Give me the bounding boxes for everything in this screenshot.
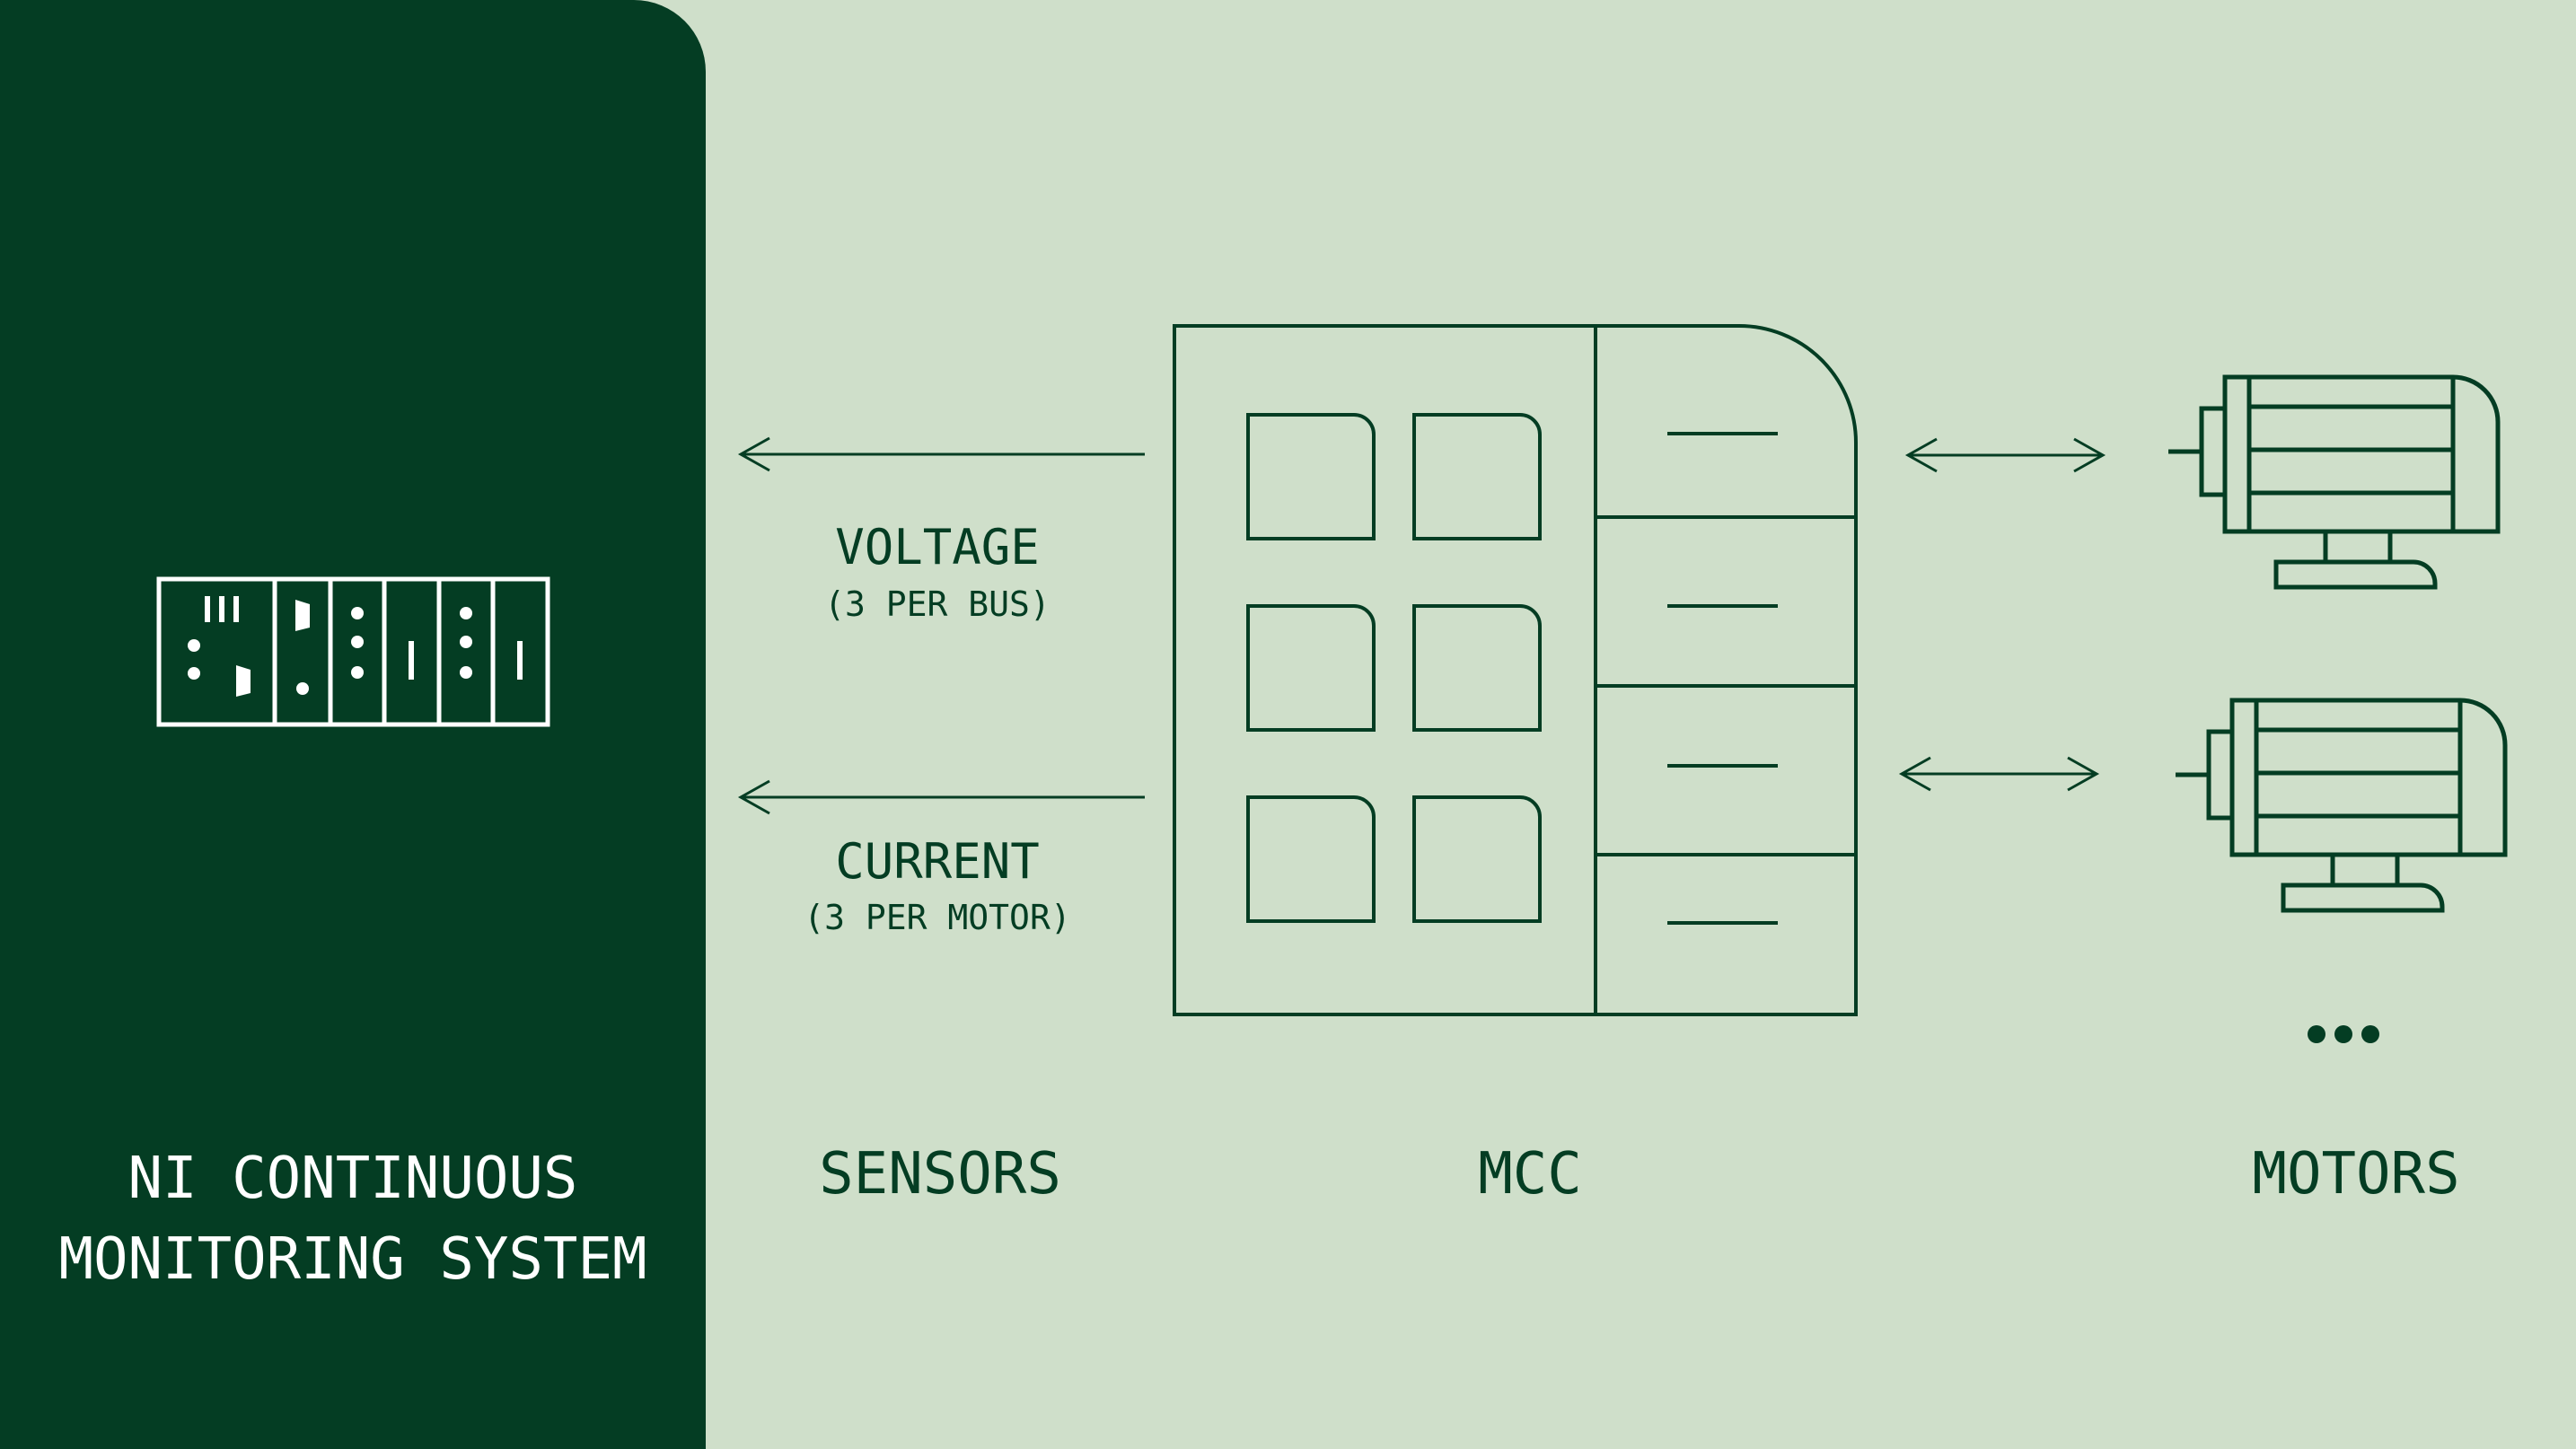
electric-motor-icon <box>2168 374 2501 590</box>
electric-motor-icon <box>2176 698 2508 913</box>
system-title-line-1: NI CONTINUOUS <box>127 1146 578 1212</box>
current-arrow <box>737 779 1145 815</box>
current-note: (3 PER MOTOR) <box>804 898 1071 937</box>
system-title: NI CONTINUOUS MONITORING SYSTEM <box>0 1138 706 1300</box>
mcc-title: MCC <box>1478 1141 1582 1208</box>
motors-title: MOTORS <box>2252 1141 2460 1208</box>
motor-link-arrow-1 <box>1904 437 2106 473</box>
modular-chassis-icon <box>156 576 550 727</box>
system-title-line-2: MONITORING SYSTEM <box>58 1226 647 1293</box>
current-label: CURRENT <box>835 833 1040 890</box>
motor-link-arrow-2 <box>1898 756 2100 792</box>
voltage-note: (3 PER BUS) <box>824 584 1051 624</box>
voltage-label: VOLTAGE <box>835 519 1040 575</box>
sensors-title: SENSORS <box>819 1141 1061 1208</box>
voltage-arrow <box>737 436 1145 472</box>
ellipsis-icon <box>2308 1025 2379 1043</box>
motor-control-center-icon <box>1173 324 1858 1016</box>
